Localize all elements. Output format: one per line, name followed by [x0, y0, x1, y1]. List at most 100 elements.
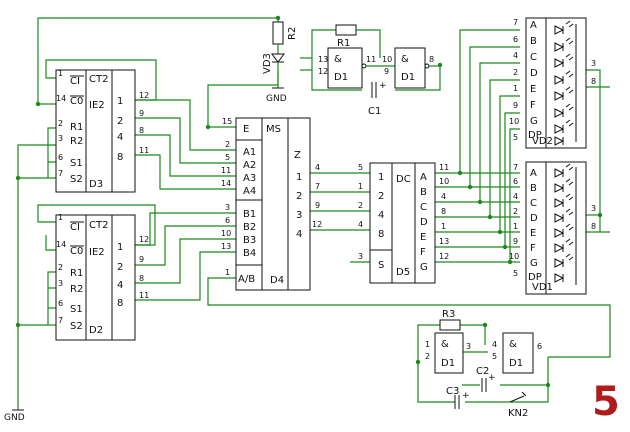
vd1-pin-2: 4: [513, 192, 518, 201]
mux-pin-3: 11: [221, 166, 231, 175]
mux-pin-7: 10: [221, 229, 231, 238]
d1d-name: D1: [509, 358, 523, 369]
vd1-seg-6: G: [530, 258, 538, 269]
r3-label: R3: [442, 309, 455, 320]
counter-d2-q0: 12: [139, 235, 149, 244]
decoder-pin-1: 1: [358, 182, 363, 191]
d1c-and: &: [441, 339, 449, 350]
r1-label: R1: [337, 38, 350, 49]
r2-label: R2: [287, 27, 298, 40]
vd2-seg-4: E: [530, 84, 536, 95]
d1c-pin-2: 3: [466, 342, 471, 351]
counter-d3-p3: 3: [58, 134, 63, 143]
counter-d2-r0: 1: [117, 242, 123, 253]
decoder-pin-3: 4: [358, 220, 363, 229]
vd1-pin-7: 5: [513, 269, 518, 278]
vd2-common-0: 3: [591, 59, 596, 68]
vd2-seg-1: B: [530, 36, 537, 47]
counter-d2: CT2 IE2 D2 CI C0 R1 R2 S1 S2 1 2 4 8 1 1…: [55, 213, 149, 341]
d1b-and: &: [401, 54, 409, 65]
counter-d3-p4: 6: [58, 153, 63, 162]
vd2-seg-2: C: [530, 52, 537, 63]
decoder-title: DC: [396, 174, 411, 185]
mux-pin-0: 15: [222, 117, 232, 126]
counter-d3-l1: C0: [70, 96, 83, 107]
mux-in-6: B2: [243, 222, 256, 233]
vd2-pin-2: 4: [513, 51, 518, 60]
mux-pin-1: 2: [225, 140, 230, 149]
mux-in-2: A2: [243, 160, 256, 171]
mux-pin-6: 6: [225, 216, 230, 225]
vd1-pin-3: 2: [513, 207, 518, 216]
decoder-d5: DC D5 1 2 4 8 S A B C D E F G 5 1 2 4 3 …: [358, 162, 449, 284]
vd1-name: VD1: [532, 282, 553, 293]
decoder-opin-6: 12: [439, 252, 449, 261]
decoder-in-3: 8: [378, 229, 384, 240]
vd1-seg-4: E: [530, 228, 536, 239]
d1d-pin-1: 5: [492, 352, 497, 361]
decoder-out-1: B: [420, 187, 427, 198]
bottom-oscillator: R3 & D1 1 2 3 & D1 4 5 6 C2 + C3 + KN2: [425, 309, 542, 419]
vd1-pin-4: 1: [513, 222, 518, 231]
counter-d3-l4: S1: [70, 158, 83, 169]
decoder-pin-0: 5: [358, 163, 363, 172]
counter-d3-l2: R1: [70, 122, 83, 133]
counter-d3-r0: 1: [117, 96, 123, 107]
counter-d3-q0: 12: [139, 91, 149, 100]
mux-out-label: Z: [294, 150, 301, 161]
counter-d3-title: CT2: [89, 74, 108, 85]
vd2-pin-7: 5: [513, 133, 518, 142]
decoder-name: D5: [396, 267, 410, 278]
decoder-out-4: E: [420, 232, 426, 243]
vd1-pin-6: 10: [509, 252, 519, 261]
d1a-name: D1: [334, 72, 348, 83]
d1d-and: &: [509, 339, 517, 350]
d1a-pin-0: 13: [318, 55, 328, 64]
c2-plus: +: [488, 373, 496, 383]
power-section: R2 VD3 GND GND: [4, 21, 298, 423]
vd2-pin-3: 2: [513, 68, 518, 77]
counter-d3-p5: 7: [58, 169, 63, 178]
vd1-seg-1: B: [530, 183, 537, 194]
vd1-seg-7: DP: [528, 272, 542, 283]
counter-d2-p1: 14: [56, 240, 66, 249]
d1c-pin-1: 2: [425, 352, 430, 361]
d1d-pin-0: 4: [492, 340, 497, 349]
gnd-left-label: GND: [4, 413, 25, 423]
d1b-name: D1: [401, 72, 415, 83]
decoder-out-3: D: [420, 217, 428, 228]
counter-d2-name: D2: [89, 325, 103, 336]
c1-label: C1: [368, 106, 381, 117]
decoder-in-0: 1: [378, 172, 384, 183]
vd2-seg-6: G: [530, 116, 538, 127]
counter-d3-name: D3: [89, 179, 103, 190]
vd2-seg-7: DP: [528, 130, 542, 141]
counter-d2-r3: 8: [117, 298, 123, 309]
decoder-in-2: 4: [378, 210, 384, 221]
vd2-common-1: 8: [591, 77, 596, 86]
mux-opin-0: 4: [315, 163, 320, 172]
kn2-label: KN2: [508, 408, 528, 419]
decoder-pin-4: 3: [358, 252, 363, 261]
d1a-and: &: [334, 54, 342, 65]
mux-in-1: A1: [243, 147, 256, 158]
counter-d2-l4: S1: [70, 304, 83, 315]
decoder-out-6: G: [420, 262, 428, 273]
figure-number: 5: [592, 379, 620, 425]
vd2-pin-5: 9: [513, 101, 518, 110]
vd1-pin-5: 9: [513, 237, 518, 246]
mux-opin-1: 7: [315, 182, 320, 191]
counter-d3-p0: 1: [58, 69, 63, 78]
counter-d2-p2: 2: [58, 263, 63, 272]
vd1-common-1: 8: [591, 222, 596, 231]
mux-in-4: A4: [243, 186, 256, 197]
wires: [17, 17, 611, 410]
vd1-seg-2: C: [530, 198, 537, 209]
counter-d3-l3: R2: [70, 136, 83, 147]
counter-d2-r1: 2: [117, 262, 123, 273]
counter-d3-q1: 9: [139, 109, 144, 118]
vd2-seg-5: F: [530, 100, 536, 111]
counter-d3-l0: CI: [70, 76, 80, 87]
